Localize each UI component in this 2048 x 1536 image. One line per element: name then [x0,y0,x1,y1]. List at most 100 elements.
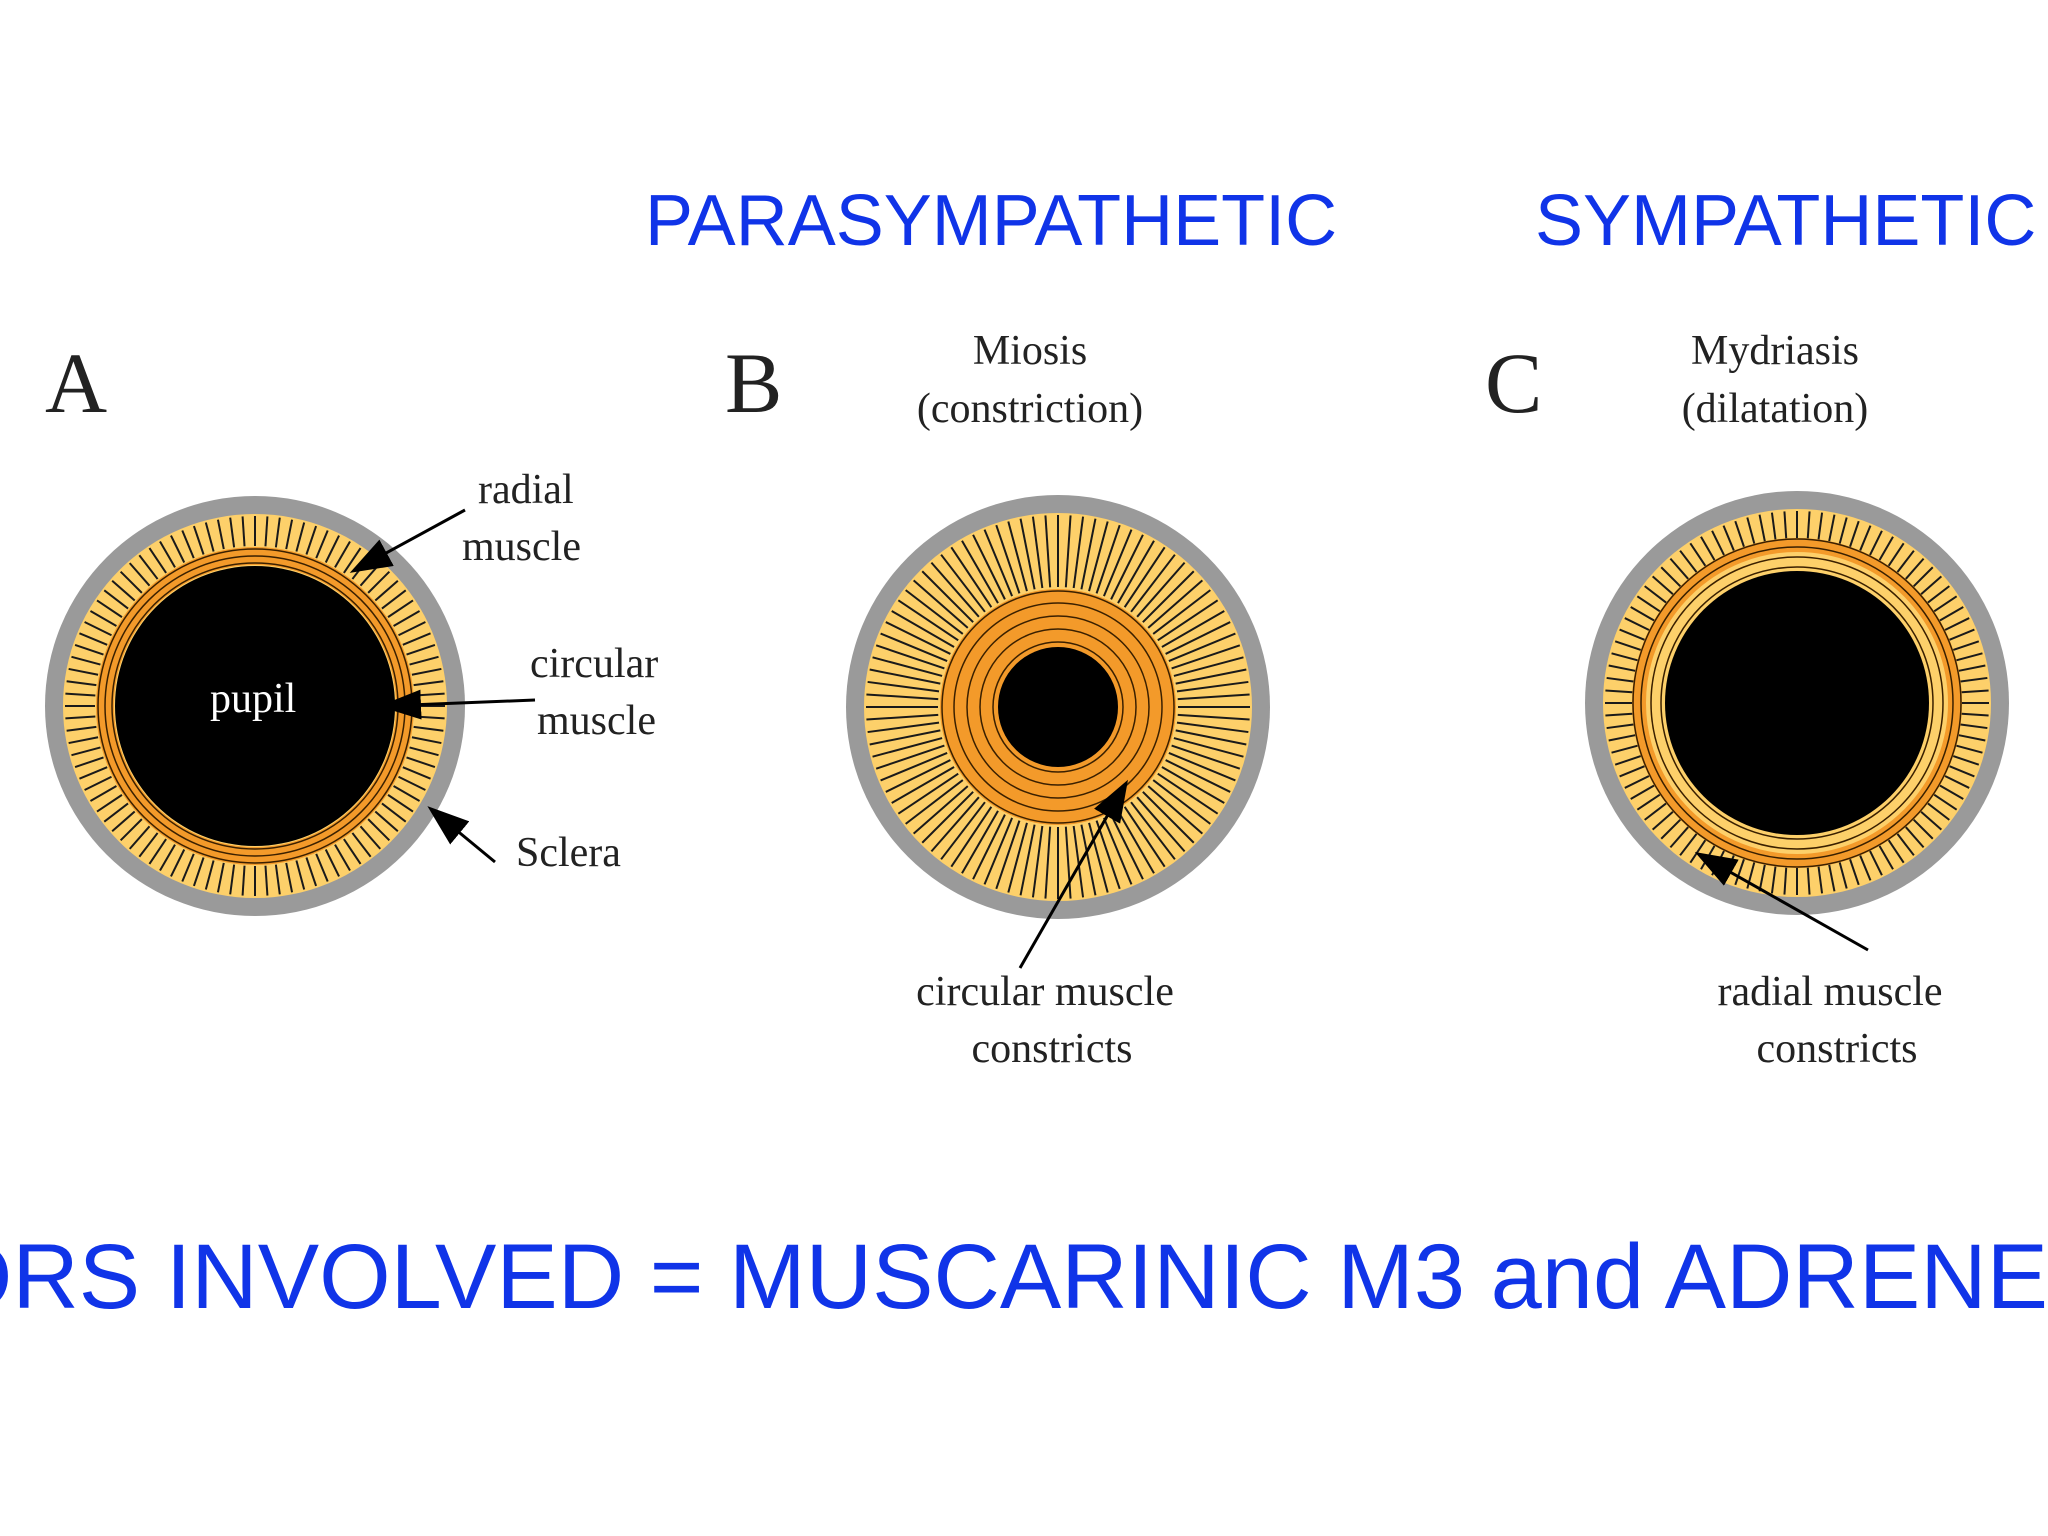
radial-striation [1961,712,1989,717]
radial-striation [1130,554,1176,613]
radial-striation [1878,536,1894,561]
receptors-footer: TORS INVOLVED = MUSCARINIC M3 and ADRENE [0,1226,2048,1328]
radial-striation [411,736,442,745]
radial-striation [1147,579,1204,629]
radial-striation [983,529,1014,597]
radial-striation [875,744,945,770]
radial-striation [1072,516,1085,589]
radial-striation [972,534,1006,600]
radial-striation [1064,515,1072,588]
radial-striation [79,632,108,646]
radial-striation [351,832,372,858]
radial-striation [1952,755,1980,766]
radial-striation [71,655,101,666]
radial-striation [1608,734,1636,742]
radial-striation [1142,570,1195,623]
radial-striation [1157,599,1219,642]
radial-striation [1920,811,1943,831]
radial-striation [406,643,436,656]
radial-striation [1123,806,1166,868]
radial-striation [264,516,269,547]
radial-striation [315,853,329,882]
circular-lines-b [941,590,1175,824]
radial-striation [921,570,974,623]
panel-a: A pupil radial muscle circular muscle Sc… [45,335,658,916]
radial-striation [1080,518,1097,590]
radial-striation [1817,866,1824,894]
radial-striation [1828,864,1836,892]
radial-striation [398,775,426,791]
radial-striation [1019,824,1036,896]
radial-striation [119,570,143,594]
radial-striation [170,849,186,877]
radial-striation [1770,512,1777,540]
radial-striation [1605,712,1633,717]
radial-striation [411,667,442,676]
radial-striation [148,547,167,574]
radial-striation [1644,585,1667,604]
radial-striation [1838,517,1848,544]
radial-striation [1031,516,1044,589]
radial-striation [1031,825,1044,898]
radial-striation [367,570,391,594]
radial-striation [1161,610,1225,648]
mydriasis-title: Mydriasis [1691,328,1859,374]
radial-striation [1095,524,1121,594]
radial-striation [1630,606,1655,622]
radial-striation [1177,713,1250,721]
radial-striation [1177,693,1250,701]
radial-striation [1102,529,1133,597]
radial-striation [1806,867,1811,895]
radial-striation [905,779,964,825]
miosis-title: Miosis [973,328,1087,374]
radial-striation [229,864,236,895]
radial-striation [1165,759,1231,793]
radial-striation [1044,515,1052,588]
radial-striation [295,860,306,890]
radial-striation [402,766,431,780]
radial-striation [950,546,993,608]
circular-ring [979,628,1137,786]
radial-striation [398,621,426,637]
radial-striation [66,725,97,732]
radial-striation [409,655,439,666]
radial-striation [940,801,986,860]
radial-striation [192,857,205,887]
radial-striation [68,667,99,676]
radial-striation [128,825,151,850]
radial-striation [1770,866,1777,894]
radial-striation [1869,530,1883,556]
sclera-arrow-a [427,806,496,864]
radial-striation [1849,858,1860,886]
radial-striation [374,579,399,602]
radial-striation [1611,652,1638,662]
radial-striation [159,844,176,872]
radial-striation [103,802,129,823]
radial-striation [324,535,340,563]
radial-striation [1619,765,1645,778]
radial-striation [983,817,1014,885]
radial-striation [867,721,940,734]
radial-striation [1630,784,1655,800]
circular-ring [992,641,1124,773]
radial-striation [285,519,294,550]
radial-striation [912,579,969,629]
radial-striation [1734,520,1745,548]
radial-striation [1960,676,1988,683]
radial-striation [1927,802,1950,821]
radial-striation [1660,818,1682,840]
miosis-subtitle: (constriction) [917,386,1143,432]
radial-striation [1608,664,1636,672]
pupil-label: pupil [210,676,296,722]
radial-striation [1859,855,1872,881]
radial-striation [1044,826,1052,899]
radial-striation [1869,850,1883,876]
radial-striation [1644,802,1667,821]
radial-striation [1651,811,1674,831]
radial-striation [241,516,246,547]
radial-striation [1700,536,1716,561]
radial-striation [387,599,414,618]
eye-b [846,495,1270,919]
radial-striation [334,844,351,872]
radial-striation [1007,521,1028,592]
